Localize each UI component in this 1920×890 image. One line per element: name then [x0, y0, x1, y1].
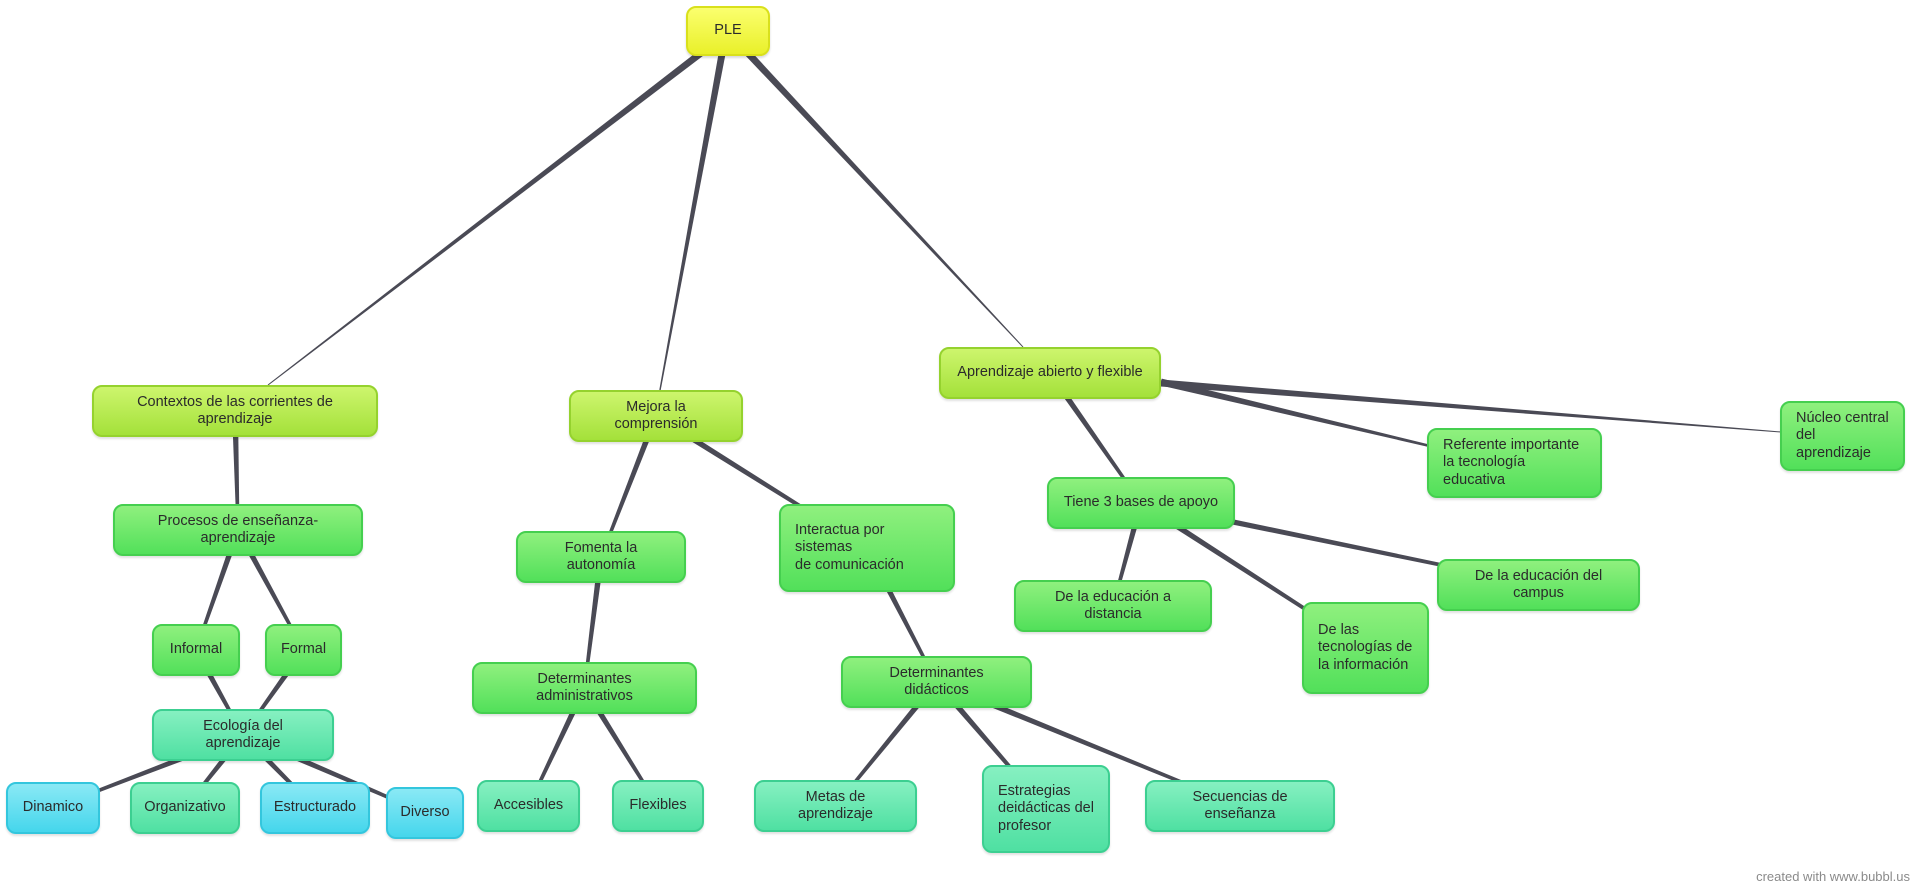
- node-dinamico[interactable]: Dinamico: [6, 782, 100, 834]
- node-aprendizaje-abierto[interactable]: Aprendizaje abierto y flexible: [939, 347, 1161, 399]
- edge-det_didac-secuencias: [935, 679, 1241, 808]
- node-ecologia[interactable]: Ecología del aprendizaje: [152, 709, 334, 761]
- edge-aprendizaje-nucleo: [1160, 379, 1781, 433]
- edge-mejora-fomenta: [599, 414, 659, 558]
- edge-ple-contextos: [267, 47, 708, 386]
- node-formal[interactable]: Formal: [265, 624, 342, 676]
- edge-procesos-formal: [235, 528, 305, 651]
- node-accesibles[interactable]: Accesibles: [477, 780, 580, 832]
- node-diverso[interactable]: Diverso: [386, 787, 464, 839]
- node-flexibles[interactable]: Flexibles: [612, 780, 704, 832]
- node-fomenta-autonomia[interactable]: Fomenta la autonomía: [516, 531, 686, 583]
- edge-ple-aprendizaje: [742, 47, 1024, 348]
- edge-procesos-informal: [194, 529, 241, 651]
- node-determinantes-administrativos[interactable]: Determinantes administrativos: [472, 662, 697, 714]
- node-mejora-comprension[interactable]: Mejora la comprensión: [569, 390, 743, 442]
- node-ple[interactable]: PLE: [686, 6, 770, 56]
- node-metas[interactable]: Metas de aprendizaje: [754, 780, 917, 832]
- edge-det_admin-accesibles: [527, 686, 588, 807]
- node-referente[interactable]: Referente importante la tecnología educa…: [1427, 428, 1602, 498]
- node-tecnologias[interactable]: De las tecnologías de la información: [1302, 602, 1429, 694]
- credit-text: created with www.bubbl.us: [1756, 869, 1910, 884]
- node-nucleo[interactable]: Núcleo central del aprendizaje: [1780, 401, 1905, 471]
- edge-det_admin-flexibles: [582, 686, 660, 807]
- edge-fomenta-det_admin: [583, 556, 604, 689]
- node-secuencias[interactable]: Secuencias de enseñanza: [1145, 780, 1335, 832]
- edge-det_didac-metas: [834, 680, 939, 807]
- node-interactua[interactable]: Interactua por sistemas de comunicación: [779, 504, 955, 592]
- node-procesos[interactable]: Procesos de enseñanza- aprendizaje: [113, 504, 363, 556]
- node-tiene-3-bases[interactable]: Tiene 3 bases de apoyo: [1047, 477, 1235, 529]
- node-determinantes-didacticos[interactable]: Determinantes didácticos: [841, 656, 1032, 708]
- node-contextos[interactable]: Contextos de las corrientes de aprendiza…: [92, 385, 378, 437]
- node-educacion-distancia[interactable]: De la educación a distancia: [1014, 580, 1212, 632]
- node-informal[interactable]: Informal: [152, 624, 240, 676]
- node-organizativo[interactable]: Organizativo: [130, 782, 240, 834]
- edge-ple-mejora: [659, 53, 726, 391]
- node-estrategias[interactable]: Estrategias deidácticas del profesor: [982, 765, 1110, 853]
- node-estructurado[interactable]: Estructurado: [260, 782, 370, 834]
- node-educacion-campus[interactable]: De la educación del campus: [1437, 559, 1640, 611]
- edge-contextos-procesos: [232, 410, 240, 530]
- edge-aprendizaje-tiene3: [1047, 371, 1143, 504]
- edge-aprendizaje-referente: [1160, 378, 1431, 448]
